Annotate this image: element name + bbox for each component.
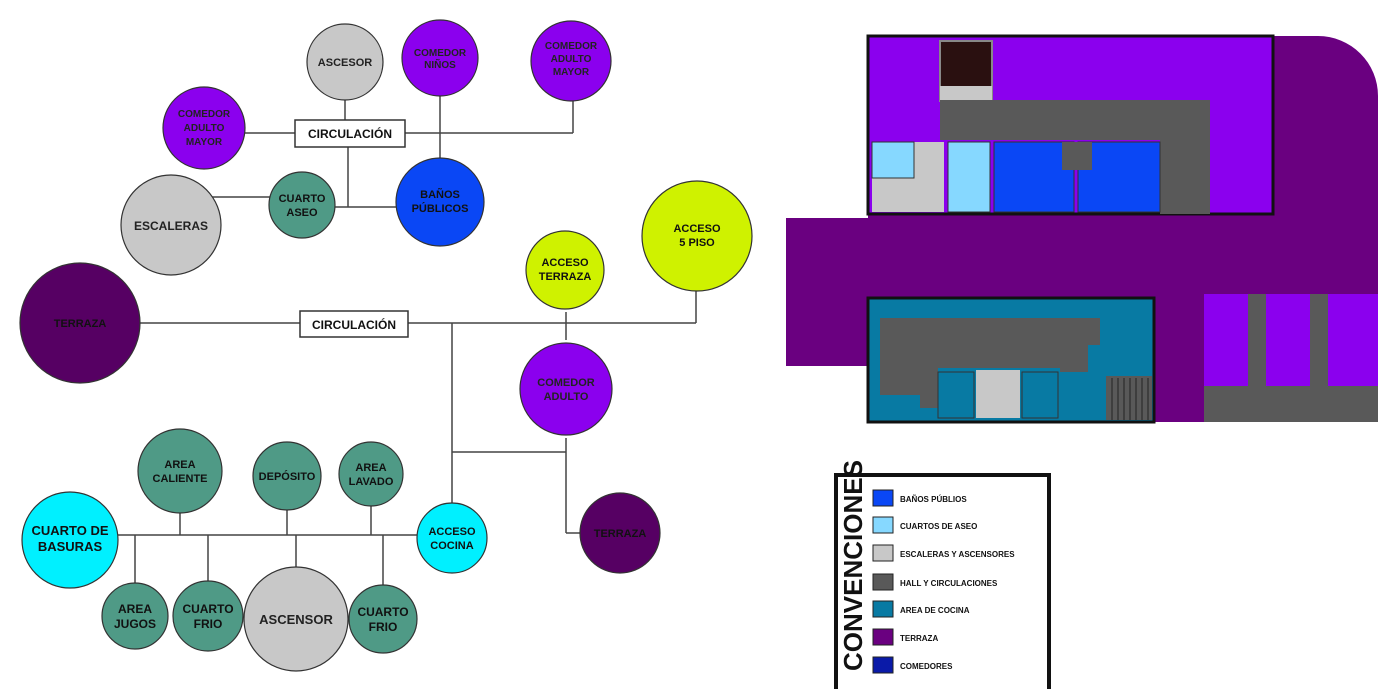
node-acceso-cocina: ACCESO COCINA	[416, 502, 488, 574]
legend-label: COMEDORES	[900, 662, 953, 671]
node-escaleras: ESCALERAS	[120, 174, 222, 276]
node-label: BAÑOS	[420, 188, 460, 201]
legend-item: ESCALERAS Y ASCENSORES	[872, 544, 1015, 562]
circulacion-hub-bottom: CIRCULACIÓN	[299, 310, 409, 338]
node-label: ASCESOR	[318, 57, 372, 69]
node-label: FRIO	[194, 617, 223, 631]
node-comedor-adulto-mayor-left: COMEDOR ADULTO MAYOR	[162, 86, 246, 170]
plan-right-block	[1204, 294, 1378, 422]
floor-plan	[786, 34, 1378, 424]
hub-label: CIRCULACIÓN	[308, 126, 392, 141]
legend: CONVENCIONES BAÑOS PÚBLIOS CUARTOS DE AS…	[834, 460, 1051, 689]
legend-label: TERRAZA	[900, 634, 938, 643]
node-label: TERRAZA	[539, 271, 592, 283]
node-cuarto-basuras: CUARTO DE BASURAS	[21, 491, 119, 589]
legend-item: TERRAZA	[872, 628, 938, 646]
node-label: ADULTO	[544, 391, 589, 403]
legend-label: BAÑOS PÚBLIOS	[900, 495, 967, 504]
node-label: FRIO	[369, 620, 398, 634]
node-label: CUARTO	[182, 602, 233, 616]
node-label: TERRAZA	[54, 318, 107, 330]
legend-label: ESCALERAS Y ASCENSORES	[900, 550, 1015, 559]
node-cuarto-frio-1: CUARTO FRIO	[172, 580, 244, 652]
node-label: ASCENSOR	[259, 612, 333, 627]
node-terraza-left: TERRAZA	[19, 262, 141, 384]
legend-title: CONVENCIONES	[838, 460, 868, 671]
node-comedor-adulto-mayor-right: COMEDOR ADULTO MAYOR	[530, 20, 612, 102]
node-acceso-terraza: ACCESO TERRAZA	[525, 230, 605, 310]
node-label: MAYOR	[553, 67, 590, 78]
legend-label: AREA DE COCINA	[900, 606, 970, 615]
node-label: AREA	[118, 602, 152, 616]
node-comedor-adulto: COMEDOR ADULTO	[519, 342, 613, 436]
plan-top-block	[866, 34, 1275, 216]
node-label: 5 PISO	[679, 237, 715, 249]
node-label: TERRAZA	[594, 528, 647, 540]
node-label: COCINA	[430, 540, 473, 552]
legend-label: CUARTOS DE ASEO	[900, 522, 977, 531]
node-label: ACCESO	[673, 223, 721, 235]
hub-label: CIRCULACIÓN	[312, 317, 396, 332]
plan-bottom-block	[866, 296, 1156, 424]
legend-item: CUARTOS DE ASEO	[872, 516, 977, 534]
node-banos-publicos: BAÑOS PÚBLICOS	[395, 157, 485, 247]
node-label: DEPÓSITO	[259, 470, 316, 483]
node-cuarto-frio-2: CUARTO FRIO	[348, 584, 418, 654]
node-label: AREA	[355, 462, 386, 474]
node-label: COMEDOR	[545, 41, 598, 52]
node-area-caliente: AREA CALIENTE	[137, 428, 223, 514]
legend-label: HALL Y CIRCULACIONES	[900, 579, 998, 588]
node-label: ACCESO	[541, 257, 589, 269]
bottom-bubble-diagram	[113, 290, 697, 585]
node-acceso-5-piso: ACCESO 5 PISO	[641, 180, 753, 292]
node-label: ADULTO	[551, 54, 592, 65]
node-label: MAYOR	[186, 137, 223, 148]
node-label: JUGOS	[114, 617, 156, 631]
legend-item: BAÑOS PÚBLIOS	[872, 489, 967, 507]
node-label: ASEO	[286, 207, 318, 219]
node-label: ADULTO	[184, 123, 225, 134]
legend-item: AREA DE COCINA	[872, 600, 970, 618]
circulacion-hub-top: CIRCULACIÓN	[294, 119, 406, 148]
node-label: CUARTO	[357, 605, 408, 619]
node-deposito: DEPÓSITO	[252, 441, 322, 511]
node-comedor-ninos: COMEDOR NIÑOS	[401, 19, 479, 97]
node-label: NIÑOS	[424, 58, 456, 71]
node-label: COMEDOR	[178, 109, 231, 120]
node-label: AREA	[164, 459, 195, 471]
node-label: BASURAS	[38, 539, 103, 554]
node-label: CALIENTE	[153, 473, 208, 485]
node-label: COMEDOR	[414, 48, 467, 59]
node-area-lavado: AREA LAVADO	[338, 441, 404, 507]
node-label: COMEDOR	[537, 377, 595, 389]
node-label: ESCALERAS	[134, 219, 208, 233]
node-area-jugos: AREA JUGOS	[101, 582, 169, 650]
legend-item: HALL Y CIRCULACIONES	[872, 573, 998, 591]
node-cuarto-aseo: CUARTO ASEO	[268, 171, 336, 239]
node-ascensor-bottom: ASCENSOR	[243, 566, 349, 672]
node-label: LAVADO	[349, 476, 394, 488]
node-label: CUARTO DE	[31, 523, 108, 538]
node-ascensor-top: ASCESOR	[306, 23, 384, 101]
top-bubble-diagram	[210, 90, 574, 208]
legend-item: COMEDORES	[872, 656, 953, 674]
node-label: ACCESO	[428, 526, 476, 538]
node-label: PÚBLICOS	[412, 202, 469, 215]
node-terraza-right: TERRAZA	[579, 492, 661, 574]
node-label: CUARTO	[279, 193, 326, 205]
